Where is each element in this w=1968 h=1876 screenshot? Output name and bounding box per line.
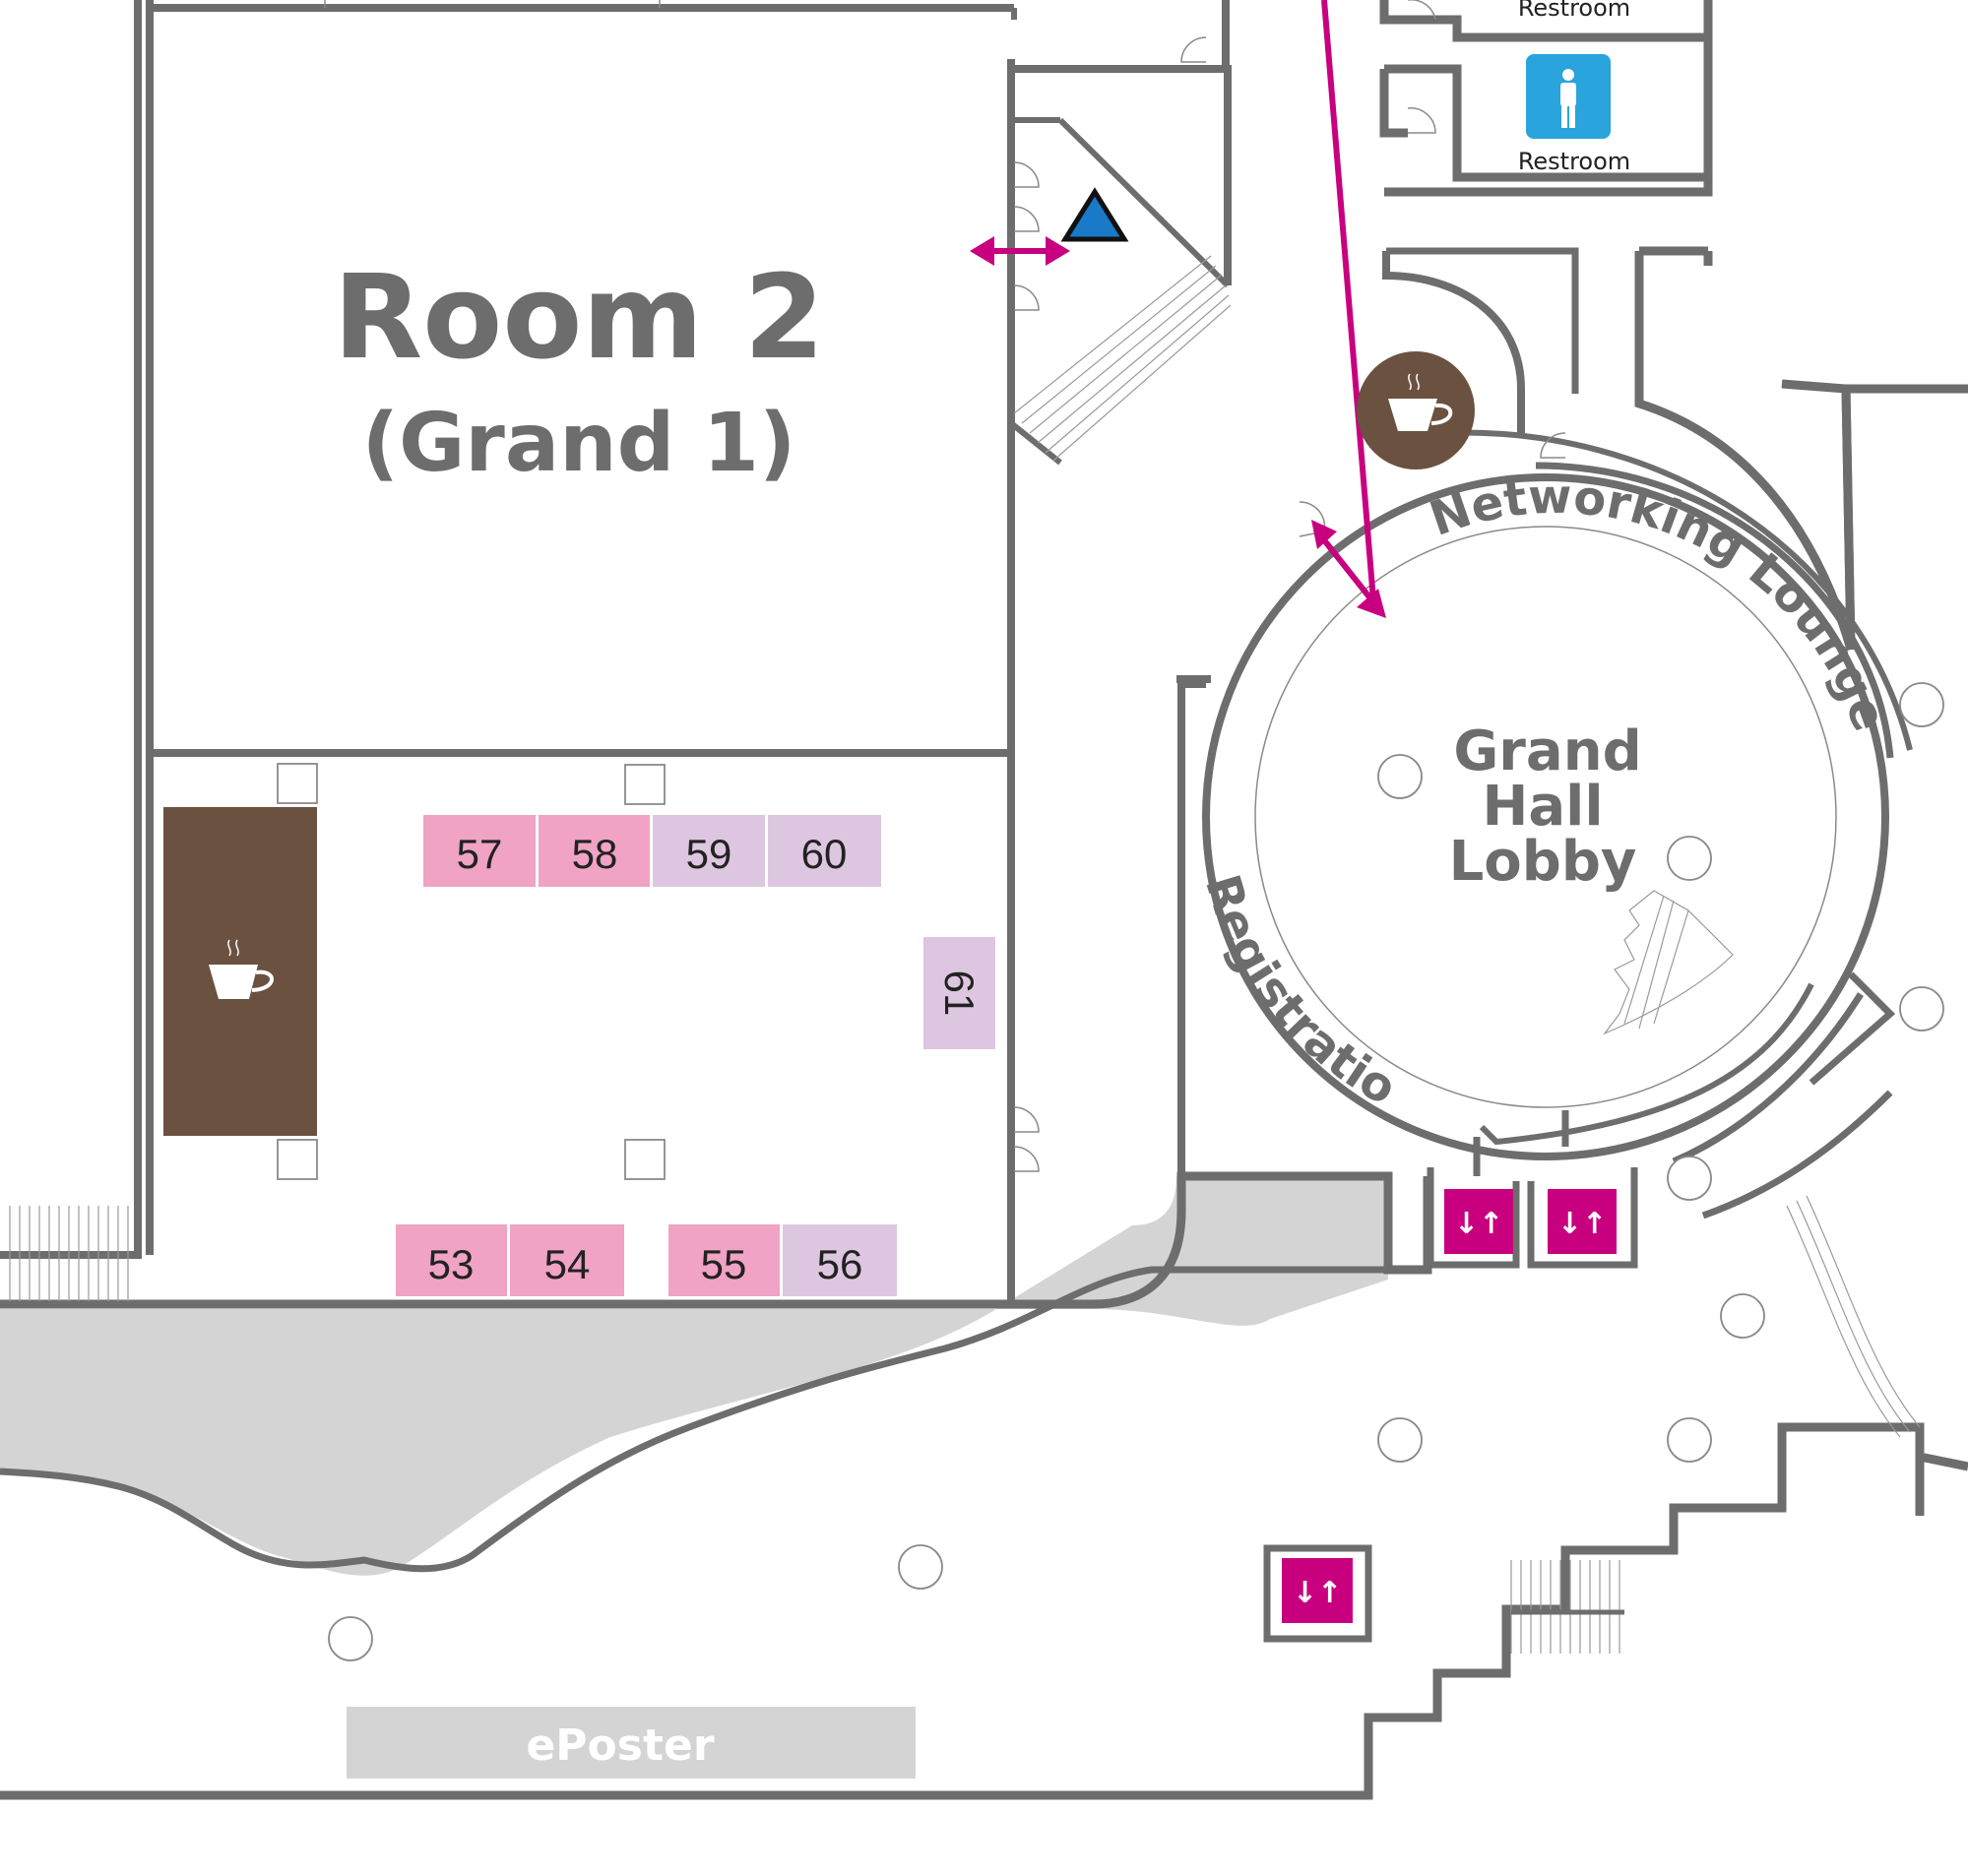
upper-corridor-walls (1009, 0, 1232, 1176)
booth-59[interactable]: 59 (653, 815, 765, 887)
svg-text:57: 57 (457, 831, 503, 877)
booth-58[interactable]: 58 (539, 815, 650, 887)
elevator-icon[interactable]: ↓↑ (1548, 1189, 1617, 1254)
elevator-icon[interactable]: ↓↑ (1444, 1189, 1513, 1254)
grand-hall-lobby (1181, 429, 1913, 1219)
staircase-bottom (1510, 1560, 1624, 1654)
restroom-bottom-label: Restroom (1518, 148, 1630, 175)
spiral-staircase (1603, 890, 1734, 1035)
networking-lounge-walls (1382, 246, 1968, 652)
elevator-bottom: ↓↑ (1263, 1544, 1372, 1643)
svg-text:59: 59 (686, 831, 732, 877)
svg-text:56: 56 (817, 1241, 863, 1287)
eposter-area[interactable]: ePoster (347, 1707, 916, 1779)
corridor-floor (0, 1176, 1388, 1576)
elevators-lobby: ↓↑ ↓↑ (1427, 1167, 1638, 1269)
svg-text:55: 55 (701, 1241, 747, 1287)
elevator-icon[interactable]: ↓↑ (1282, 1558, 1353, 1623)
booth-54[interactable]: 54 (510, 1224, 624, 1296)
svg-text:ePoster: ePoster (526, 1720, 714, 1771)
double-arrow-icon (970, 236, 1070, 266)
svg-text:61: 61 (936, 970, 983, 1017)
double-arrow-icon-lobby (1311, 0, 1386, 618)
restroom-top-label: Restroom (1518, 0, 1630, 22)
room2-walls (0, 0, 1017, 1304)
booth-60[interactable]: 60 (768, 815, 881, 887)
pillars (277, 682, 1944, 1661)
booth-57[interactable]: 57 (423, 815, 536, 887)
booths-top-row: 57 58 59 60 (423, 815, 881, 887)
networking-lounge-label: Networking Lounge (1423, 469, 1897, 738)
lobby-label-line1: Grand (1453, 719, 1641, 783)
booth-55[interactable]: 55 (668, 1224, 780, 1296)
booth-61[interactable]: 61 (923, 937, 995, 1049)
svg-text:60: 60 (801, 831, 848, 877)
booth-56[interactable]: 56 (783, 1224, 897, 1296)
booth-53[interactable]: 53 (396, 1224, 507, 1296)
room2-subtitle: (Grand 1) (362, 397, 796, 490)
staircase-upper (1013, 255, 1232, 462)
man-figure-icon (1560, 69, 1576, 128)
svg-text:53: 53 (428, 1241, 475, 1287)
staircase-left (9, 1206, 129, 1301)
lobby-label-line3: Lobby (1449, 830, 1637, 894)
svg-text:↓↑: ↓↑ (1454, 1207, 1503, 1241)
corridor-walls (0, 1171, 1968, 1800)
svg-text:58: 58 (572, 831, 618, 877)
coffee-cup-icon-lounge (1357, 351, 1475, 469)
coffee-cup-icon (209, 939, 274, 999)
svg-text:↓↑: ↓↑ (1557, 1207, 1607, 1241)
booths-bottom-row: 53 54 55 56 (396, 1224, 897, 1296)
room2-title: Room 2 (333, 249, 824, 385)
svg-text:↓↑: ↓↑ (1293, 1576, 1342, 1610)
restroom-block: Restroom Restroom (1379, 0, 1713, 197)
curved-staircase-right (1786, 1195, 1921, 1438)
triangle-marker-icon (1060, 187, 1129, 242)
svg-text:54: 54 (544, 1241, 591, 1287)
lobby-label-line2: Hall (1482, 775, 1603, 839)
